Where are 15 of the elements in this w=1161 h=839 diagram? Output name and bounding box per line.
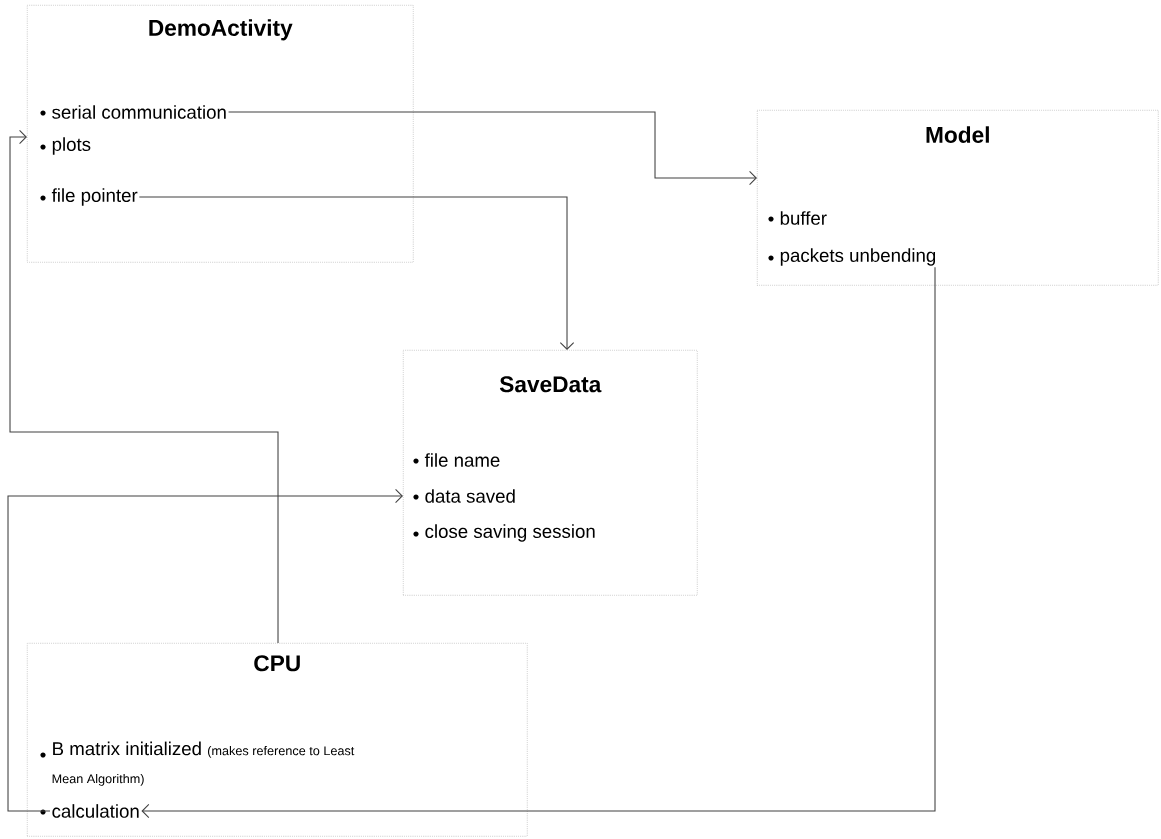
list-item: file pointer	[51, 188, 138, 206]
connector-arrow	[141, 266, 936, 819]
list-item: serial communication	[52, 105, 226, 119]
list-item: calculation	[52, 804, 139, 818]
list-item: plots	[52, 137, 91, 155]
list-item: buffer	[780, 211, 827, 225]
connector-arrow	[9, 129, 279, 644]
list-item: packets unbending	[780, 248, 936, 266]
connector-arrow	[228, 111, 757, 186]
list-item: B matrix initialized (makes reference to Least Mean Algorithm)	[52, 741, 355, 786]
connector-arrow	[138, 196, 575, 350]
list-item: close saving session	[425, 524, 595, 542]
list-item: file name	[424, 453, 500, 467]
list-item: data saved	[425, 489, 515, 503]
connector-arrow	[7, 488, 403, 812]
